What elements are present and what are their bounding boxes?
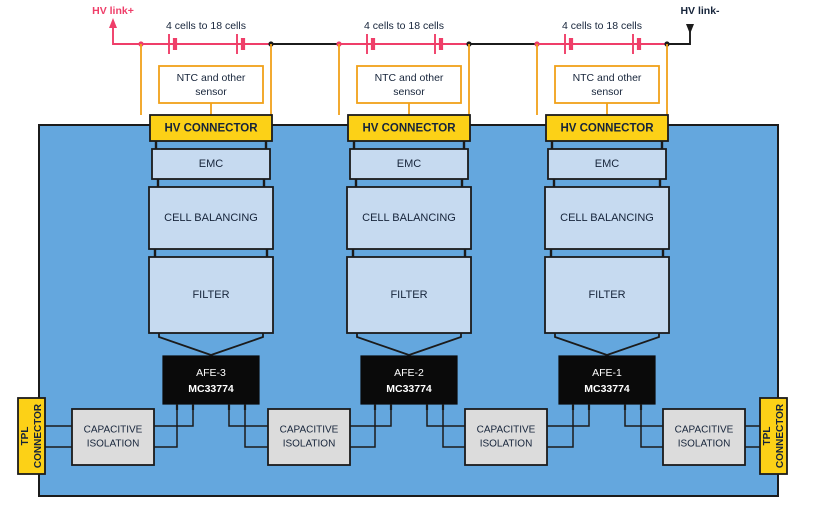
hv-connector-label-2: HV CONNECTOR xyxy=(362,123,456,135)
afe-block-1 xyxy=(162,355,260,405)
hv-negative-arrow xyxy=(686,24,694,34)
emc-label-2: EMC xyxy=(397,158,422,170)
afe-1-iso-right-upper xyxy=(228,410,268,427)
afe-1-iso-left-upper xyxy=(154,410,194,427)
cell-balancing-block-2 xyxy=(346,186,472,250)
signal-chain-columns: HV CONNECTOR EMC CELL BALANCING FILTER AFE-3… xyxy=(148,114,670,405)
capacitive-isolation-box-4 xyxy=(662,408,746,466)
capacitive-isolation-box-2 xyxy=(267,408,351,466)
emc-block-1 xyxy=(151,148,271,180)
afe-name-label-1: AFE-3 xyxy=(196,367,226,379)
capacitive-isolation-line2-3: ISOLATION xyxy=(480,439,533,450)
filter-label-1: FILTER xyxy=(192,289,229,301)
hv-connector-label-1: HV CONNECTOR xyxy=(164,123,258,135)
afe-part-label-2: MC33774 xyxy=(386,383,432,395)
hv-positive-arrow xyxy=(109,18,117,28)
tpl-connector-line2-2: CONNECTOR xyxy=(775,403,786,468)
capacitive-isolation-line2-1: ISOLATION xyxy=(87,439,140,450)
cell-balancing-label-1: CELL BALANCING xyxy=(164,212,258,224)
tpl-connector-line1-1: TPL xyxy=(20,427,31,446)
afe-1-iso-right-lower xyxy=(244,410,268,448)
cell-count-label-1: 4 cells to 18 cells xyxy=(166,20,246,32)
capacitive-isolation-line1-2: CAPACITIVE xyxy=(280,425,339,436)
afe-part-label-1: MC33774 xyxy=(188,383,234,395)
cell-balancing-label-2: CELL BALANCING xyxy=(362,212,456,224)
isolation-wiring xyxy=(45,404,760,448)
ntc-sensor-box-3 xyxy=(554,65,660,104)
afe-3-iso-right-upper xyxy=(624,410,663,427)
hv-negative-rail xyxy=(667,26,691,45)
cell-count-label-2: 4 cells to 18 cells xyxy=(364,20,444,32)
tpl-connector-line1-2: TPL xyxy=(762,427,773,446)
ntc-label-line2-1: sensor xyxy=(195,86,227,98)
capacitive-isolation-box-1 xyxy=(71,408,155,466)
hv-connector-label-3: HV CONNECTOR xyxy=(560,123,654,135)
cell-count-label-3: 4 cells to 18 cells xyxy=(562,20,642,32)
capacitive-isolation-line2-2: ISOLATION xyxy=(283,439,336,450)
tpl-connector-box-1 xyxy=(17,397,46,475)
battery-cell-symbols: 4 cells to 18 cells 4 cells to 18 cells 4 … xyxy=(166,20,642,54)
emc-label-1: EMC xyxy=(199,158,224,170)
ntc-sensor-boxes: NTC and other sensor NTC and other sensor NT… xyxy=(158,65,660,104)
cell-balancing-label-3: CELL BALANCING xyxy=(560,212,654,224)
afe-part-label-3: MC33774 xyxy=(584,383,630,395)
hv-link-positive-label: HV link+ xyxy=(92,5,134,17)
afe-3-iso-left-upper xyxy=(547,410,590,427)
filter-to-afe-funnel-2 xyxy=(356,333,462,356)
afe-block-2 xyxy=(360,355,458,405)
afe-3-iso-left-lower xyxy=(547,410,574,448)
cell-balancing-block-1 xyxy=(148,186,274,250)
ntc-sensor-box-2 xyxy=(356,65,462,104)
ntc-label-line1-1: NTC and other xyxy=(177,72,246,84)
afe-2-iso-right-upper xyxy=(426,410,465,427)
afe-name-label-3: AFE-1 xyxy=(592,367,622,379)
hv-connector-box-1 xyxy=(149,114,273,142)
emc-block-3 xyxy=(547,148,667,180)
emc-block-2 xyxy=(349,148,469,180)
capacitive-isolation-line2-4: ISOLATION xyxy=(678,439,731,450)
afe-2-iso-right-lower xyxy=(442,410,465,448)
capacitive-isolation-line1-3: CAPACITIVE xyxy=(477,425,536,436)
afe-2-iso-left-lower xyxy=(350,410,376,448)
capacitive-isolation-blocks: CAPACITIVE ISOLATION CAPACITIVE ISOLATION CA… xyxy=(71,408,746,466)
hv-positive-rail xyxy=(112,26,141,45)
tpl-connector-box-2 xyxy=(759,397,788,475)
emc-label-3: EMC xyxy=(595,158,620,170)
filter-to-afe-funnel-3 xyxy=(554,333,660,356)
afe-block-3 xyxy=(558,355,656,405)
ntc-label-line2-2: sensor xyxy=(393,86,425,98)
capacitive-isolation-line1-4: CAPACITIVE xyxy=(675,425,734,436)
filter-block-1 xyxy=(148,256,274,334)
afe-name-label-2: AFE-2 xyxy=(394,367,424,379)
hv-connector-box-2 xyxy=(347,114,471,142)
filter-label-2: FILTER xyxy=(390,289,427,301)
afe-1-iso-left-lower xyxy=(154,410,178,448)
filter-label-3: FILTER xyxy=(588,289,625,301)
afe-3-iso-right-lower xyxy=(640,410,663,448)
ntc-label-line1-2: NTC and other xyxy=(375,72,444,84)
capacitive-isolation-line1-1: CAPACITIVE xyxy=(84,425,143,436)
rail-labels: HV link+ HV link- xyxy=(92,5,720,17)
capacitive-isolation-box-3 xyxy=(464,408,548,466)
cell-balancing-block-3 xyxy=(544,186,670,250)
afe-2-iso-left-upper xyxy=(350,410,392,427)
filter-block-3 xyxy=(544,256,670,334)
tpl-connector-line2-1: CONNECTOR xyxy=(33,403,44,468)
ntc-sensor-box-1 xyxy=(158,65,264,104)
hv-connector-box-3 xyxy=(545,114,669,142)
filter-to-afe-funnel-1 xyxy=(158,333,264,356)
ntc-label-line2-3: sensor xyxy=(591,86,623,98)
filter-block-2 xyxy=(346,256,472,334)
ntc-label-line1-3: NTC and other xyxy=(573,72,642,84)
sensor-tap-wires xyxy=(140,44,668,115)
hv-link-negative-label: HV link- xyxy=(680,5,720,17)
